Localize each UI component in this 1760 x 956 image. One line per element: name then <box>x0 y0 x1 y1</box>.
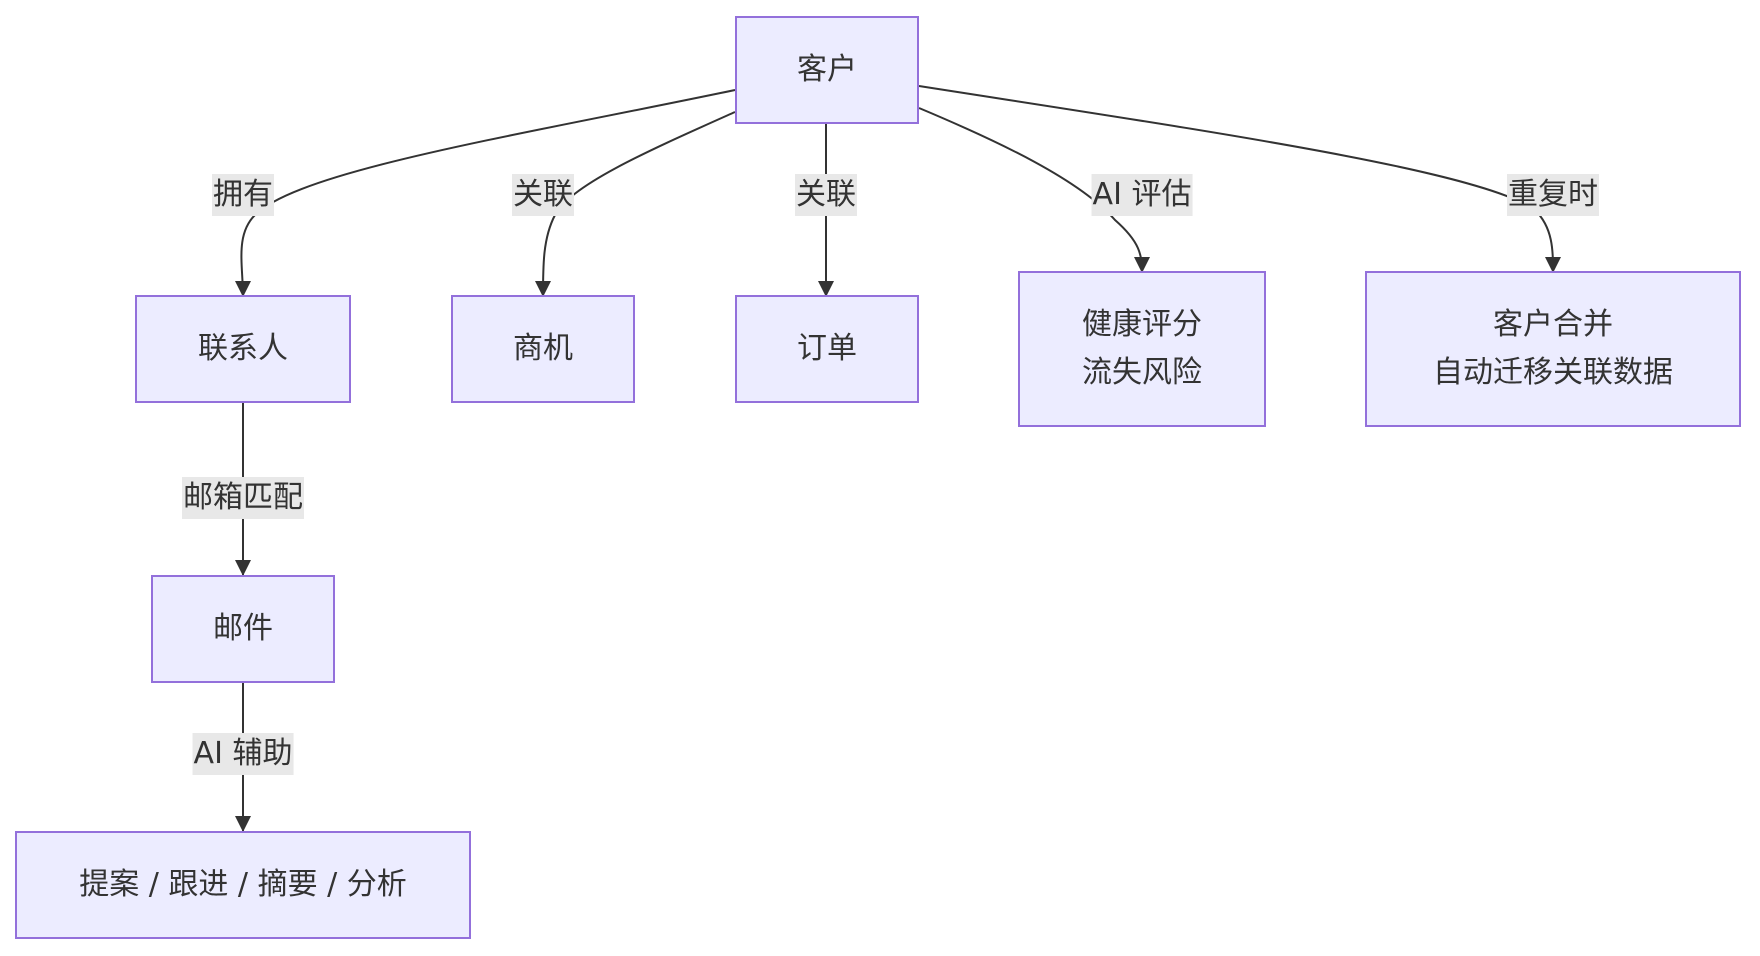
node-contact[interactable]: 联系人 <box>135 295 351 403</box>
edge-label-has: 拥有 <box>212 174 274 216</box>
node-ai-actions[interactable]: 提案 / 跟进 / 摘要 / 分析 <box>15 831 471 939</box>
node-order-label: 订单 <box>797 331 857 366</box>
node-order[interactable]: 订单 <box>735 295 919 403</box>
node-opportunity[interactable]: 商机 <box>451 295 635 403</box>
node-email-label: 邮件 <box>213 611 273 646</box>
node-email[interactable]: 邮件 <box>151 575 335 683</box>
edge-customer-contact <box>234 89 736 298</box>
edge-label-related-order: 关联 <box>795 174 857 216</box>
edge-customer-merge <box>918 85 1561 274</box>
edge-label-ai-assist: AI 辅助 <box>192 733 294 775</box>
edge-label-email-match: 邮箱匹配 <box>182 477 304 519</box>
node-opportunity-label: 商机 <box>513 331 573 366</box>
node-health-line-2: 流失风险 <box>1082 355 1202 390</box>
edge-label-on-duplicate: 重复时 <box>1507 174 1599 216</box>
node-health-line-1: 健康评分 <box>1082 307 1202 342</box>
node-merge[interactable]: 客户合并 自动迁移关联数据 <box>1365 271 1741 427</box>
node-customer[interactable]: 客户 <box>735 16 919 124</box>
node-health[interactable]: 健康评分 流失风险 <box>1018 271 1266 427</box>
node-contact-label: 联系人 <box>198 331 288 366</box>
node-merge-line-2: 自动迁移关联数据 <box>1433 355 1673 390</box>
edge-label-related-opportunity: 关联 <box>512 174 574 216</box>
node-merge-line-1: 客户合并 <box>1493 307 1613 342</box>
node-customer-label: 客户 <box>797 52 857 87</box>
node-ai-actions-label: 提案 / 跟进 / 摘要 / 分析 <box>79 867 407 902</box>
edge-label-ai-evaluate: AI 评估 <box>1091 174 1193 216</box>
